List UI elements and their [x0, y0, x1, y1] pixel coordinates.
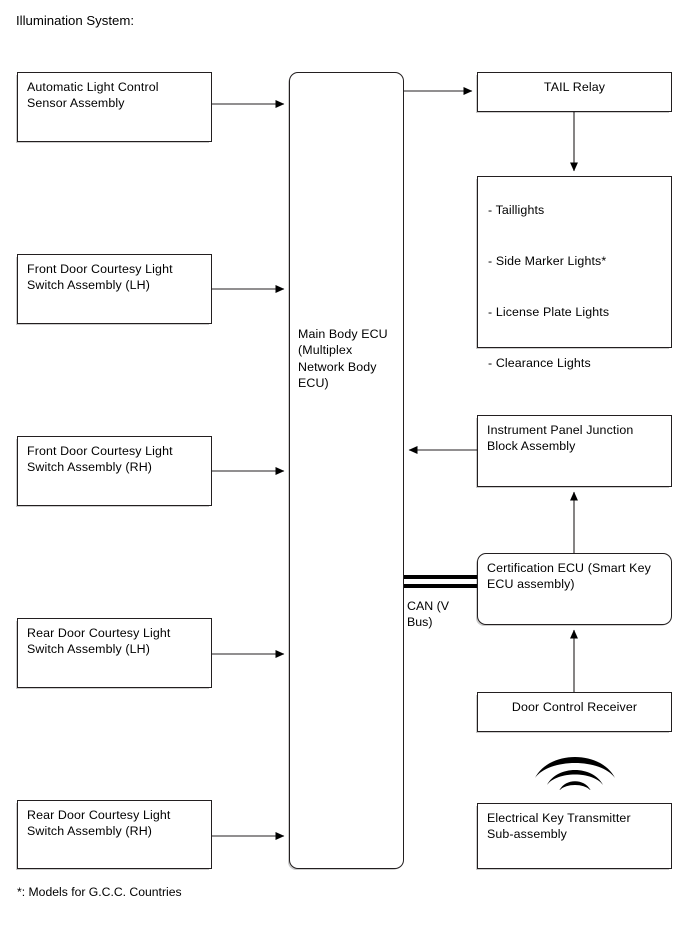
lights-list: - Taillights - Side Marker Lights* - Lic…: [488, 186, 666, 387]
node-automatic-light-control-sensor[interactable]: Automatic Light Control Sensor Assembly: [17, 72, 212, 142]
list-item: - Side Marker Lights*: [488, 254, 607, 268]
node-label: Front Door Courtesy Light Switch Assembl…: [27, 262, 173, 293]
node-rear-door-courtesy-light-switch-rh[interactable]: Rear Door Courtesy Light Switch Assembly…: [17, 800, 212, 869]
node-electrical-key-transmitter[interactable]: Electrical Key Transmitter Sub-assembly: [477, 803, 672, 869]
can-bus-label: CAN (V Bus): [407, 599, 449, 630]
node-door-control-receiver[interactable]: Door Control Receiver: [477, 692, 672, 732]
node-rear-door-courtesy-light-switch-lh[interactable]: Rear Door Courtesy Light Switch Assembly…: [17, 618, 212, 688]
can-bus-line: [401, 575, 481, 588]
list-item: - Taillights: [488, 203, 545, 217]
wireless-wave-icon: [535, 757, 615, 790]
node-label: Door Control Receiver: [511, 700, 638, 714]
list-item: - Clearance Lights: [488, 356, 591, 370]
node-lights-list[interactable]: - Taillights - Side Marker Lights* - Lic…: [477, 176, 672, 370]
page-title: Illumination System:: [16, 13, 134, 28]
node-label: Front Door Courtesy Light Switch Assembl…: [27, 444, 173, 475]
node-label: Main Body ECU (Multiplex Network Body EC…: [298, 327, 388, 391]
node-label: TAIL Relay: [543, 80, 606, 94]
node-label: Electrical Key Transmitter Sub-assembly: [487, 811, 631, 842]
list-item: - License Plate Lights: [488, 305, 610, 319]
node-label: Instrument Panel Junction Block Assembly: [487, 423, 634, 454]
footnote: *: Models for G.C.C. Countries: [17, 885, 182, 899]
can-bus-bar-top: [401, 575, 481, 579]
node-front-door-courtesy-light-switch-rh[interactable]: Front Door Courtesy Light Switch Assembl…: [17, 436, 212, 506]
node-label: Rear Door Courtesy Light Switch Assembly…: [27, 626, 171, 657]
node-label: Certification ECU (Smart Key ECU assembl…: [487, 561, 651, 592]
node-tail-relay[interactable]: TAIL Relay: [477, 72, 672, 112]
node-label: Automatic Light Control Sensor Assembly: [27, 80, 159, 111]
node-instrument-panel-junction-block[interactable]: Instrument Panel Junction Block Assembly: [477, 415, 672, 487]
node-front-door-courtesy-light-switch-lh[interactable]: Front Door Courtesy Light Switch Assembl…: [17, 254, 212, 324]
node-label: Rear Door Courtesy Light Switch Assembly…: [27, 808, 171, 839]
node-certification-ecu[interactable]: Certification ECU (Smart Key ECU assembl…: [477, 553, 672, 625]
can-bus-bar-bottom: [401, 584, 481, 588]
node-main-body-ecu[interactable]: Main Body ECU (Multiplex Network Body EC…: [289, 72, 404, 869]
